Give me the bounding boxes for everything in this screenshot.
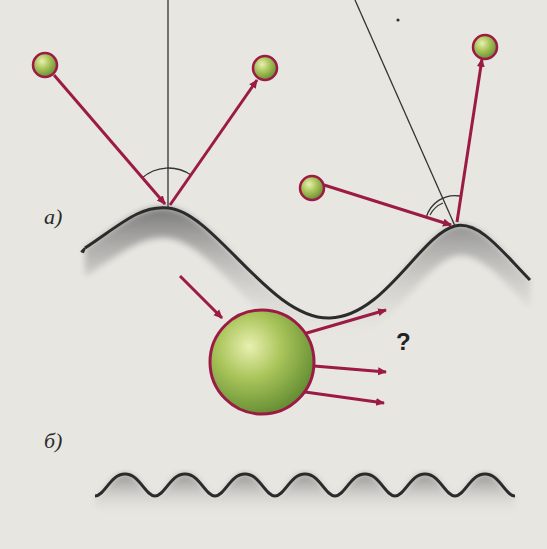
particle xyxy=(253,56,277,80)
scattered-ray xyxy=(314,366,386,372)
scattered-ray xyxy=(300,310,386,335)
particle xyxy=(300,176,324,200)
incident-ray xyxy=(180,276,222,318)
normal-line xyxy=(167,0,168,208)
part-label: а) xyxy=(44,206,62,228)
reflected-ray xyxy=(170,80,257,205)
angle-arc xyxy=(142,168,191,178)
part-label: б) xyxy=(44,430,62,452)
incident-ray xyxy=(54,75,165,204)
angle-arc xyxy=(430,203,443,215)
large-particle xyxy=(210,310,314,414)
angle-arc xyxy=(426,196,460,218)
surface-shading xyxy=(95,474,515,516)
incident-ray xyxy=(324,185,451,225)
scattered-ray xyxy=(305,392,384,403)
particle xyxy=(33,53,57,77)
surface-shading xyxy=(85,208,530,348)
question-mark: ? xyxy=(396,330,411,354)
dot xyxy=(396,18,399,21)
reflected-ray xyxy=(457,59,482,222)
fine-rough-surface xyxy=(95,474,515,496)
surface-end xyxy=(81,248,85,253)
particle xyxy=(473,35,497,59)
rough-surface xyxy=(85,208,530,318)
normal-line xyxy=(355,0,455,226)
